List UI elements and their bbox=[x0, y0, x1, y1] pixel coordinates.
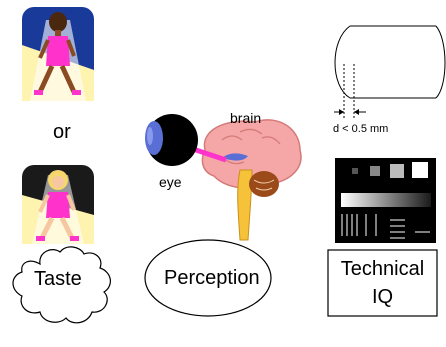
eye-label: eye bbox=[159, 174, 182, 190]
eye-brain-illustration bbox=[145, 114, 302, 241]
woman-walking-icon bbox=[22, 165, 94, 244]
technical-iq-label: Technical IQ bbox=[328, 255, 437, 311]
measure-label: d < 0.5 mm bbox=[333, 123, 389, 135]
taste-label: Taste bbox=[34, 268, 82, 290]
technical-iq-box bbox=[327, 249, 438, 317]
woman-walking-icon bbox=[22, 7, 94, 101]
brain-label: brain bbox=[230, 110, 262, 126]
perception-ellipse bbox=[144, 239, 272, 317]
taste-cloud bbox=[12, 246, 111, 324]
technical-line2: IQ bbox=[371, 286, 394, 308]
test-chart-icon bbox=[335, 158, 436, 243]
cylinder-diagram bbox=[334, 25, 446, 118]
technical-line1: Technical bbox=[340, 258, 425, 280]
perception-label: Perception bbox=[164, 267, 260, 289]
or-label: or bbox=[53, 121, 71, 143]
